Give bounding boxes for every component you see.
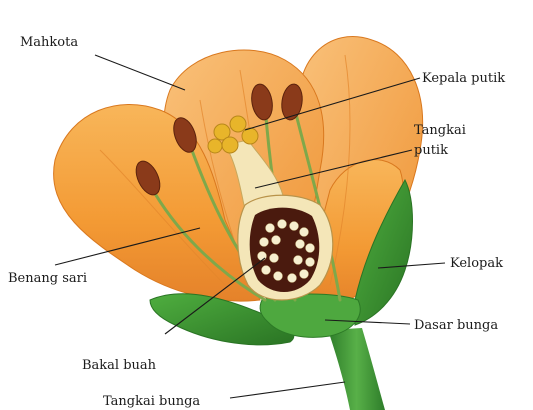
label-bakal-buah: Bakal buah	[82, 358, 157, 373]
flower-illustration	[54, 37, 423, 410]
label-tangkai-putik-line1: Tangkai	[414, 123, 466, 138]
label-mahkota: Mahkota	[20, 35, 78, 50]
leader-mahkota	[95, 55, 185, 90]
label-kelopak: Kelopak	[450, 256, 503, 271]
label-kepala-putik: Kepala putik	[422, 71, 505, 86]
flower-stalk	[328, 328, 385, 410]
label-tangkai-bunga: Tangkai bunga	[103, 394, 200, 409]
label-tangkai-putik-line2: putik	[414, 143, 448, 158]
label-dasar-bunga: Dasar bunga	[414, 318, 498, 333]
leader-tangkai-bunga	[230, 382, 345, 398]
label-benang-sari: Benang sari	[8, 271, 87, 286]
